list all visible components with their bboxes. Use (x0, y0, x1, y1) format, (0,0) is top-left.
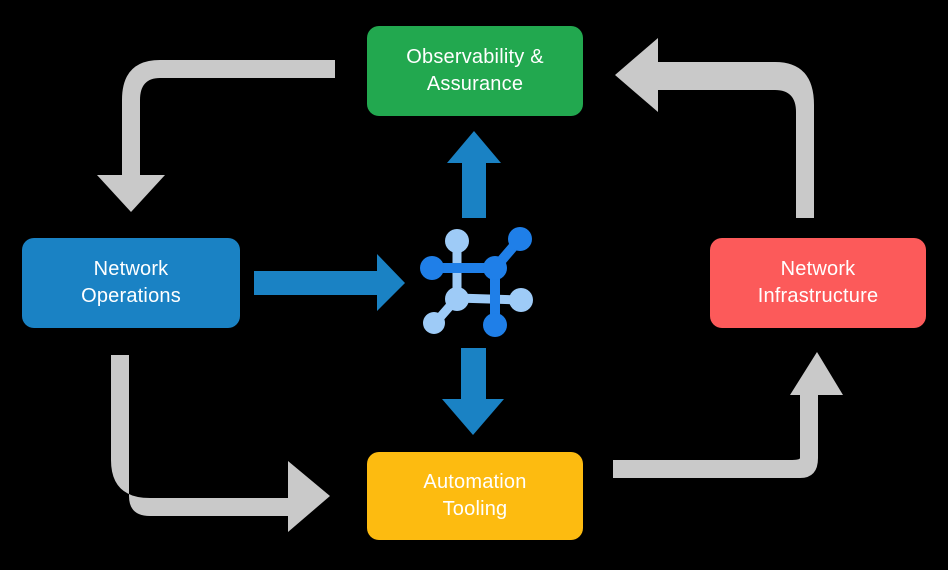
node-infrastructure-label: Network Infrastructure (757, 258, 879, 307)
node-observability-assurance[interactable]: Observability & Assurance (367, 26, 583, 116)
arrow-operations-to-center (254, 254, 405, 311)
arrow-center-to-automation (442, 348, 504, 435)
node-operations-label: Network Operations (81, 258, 181, 307)
arrow-center-to-observability (447, 131, 501, 218)
arrow-automation-to-infrastructure (613, 352, 843, 478)
arrow-observability-to-operations (97, 60, 335, 212)
network-topology-icon (420, 227, 533, 337)
arrow-infrastructure-to-observability (615, 38, 814, 218)
arrow-operations-to-automation (111, 355, 330, 532)
node-automation-label: Automation Tooling (423, 471, 527, 520)
node-observability-label: Observability & Assurance (406, 46, 544, 95)
node-automation-tooling[interactable]: Automation Tooling (367, 452, 583, 540)
node-network-operations[interactable]: Network Operations (22, 238, 240, 328)
node-network-infrastructure[interactable]: Network Infrastructure (710, 238, 926, 328)
